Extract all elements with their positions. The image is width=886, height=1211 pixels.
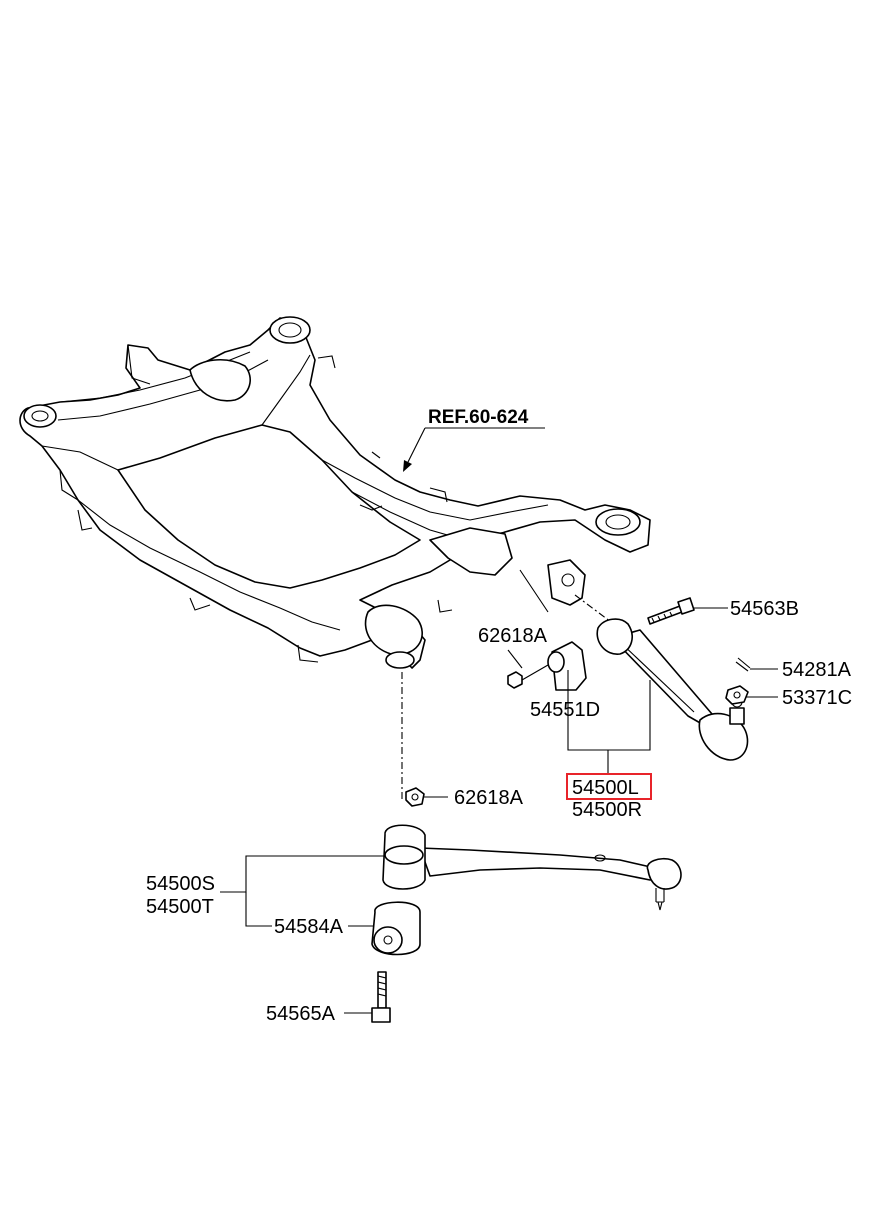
label-arm-54500R: 54500R bbox=[572, 799, 642, 821]
lower-control-arm bbox=[382, 824, 682, 911]
label-bolt-54565A: 54565A bbox=[266, 1003, 336, 1025]
label-nut-62618A-lower: 62618A bbox=[454, 787, 524, 809]
leader-lines bbox=[220, 607, 778, 1014]
bolt-54563B bbox=[647, 597, 695, 625]
label-cotter-pin-54281A: 54281A bbox=[782, 659, 852, 681]
label-arm-54500T: 54500T bbox=[146, 896, 214, 918]
bushing-54584A bbox=[371, 901, 421, 956]
nut-62618A-lower bbox=[405, 787, 425, 807]
reference-label: REF.60-624 bbox=[428, 407, 529, 428]
nut-62618A-upper bbox=[507, 664, 549, 689]
reference-callout: REF.60-624 bbox=[403, 407, 545, 472]
label-bolt-54563B: 54563B bbox=[730, 598, 799, 620]
label-arm-54500L[interactable]: 54500L bbox=[572, 777, 639, 799]
castle-nut-53371C bbox=[725, 685, 749, 705]
label-castle-nut-53371C: 53371C bbox=[782, 687, 852, 709]
label-arm-54500S: 54500S bbox=[146, 873, 215, 895]
label-bushing-54551D: 54551D bbox=[530, 699, 600, 721]
label-bushing-54584A: 54584A bbox=[274, 916, 344, 938]
highlight-box-54500L bbox=[566, 773, 652, 800]
subframe-crossmember bbox=[19, 316, 651, 669]
bolt-54565A bbox=[371, 971, 391, 1023]
bushing-54551D bbox=[547, 641, 587, 691]
label-nut-62618A-upper: 62618A bbox=[478, 625, 548, 647]
cotter-pin-54281A bbox=[735, 657, 751, 672]
upper-control-arm bbox=[596, 618, 749, 761]
